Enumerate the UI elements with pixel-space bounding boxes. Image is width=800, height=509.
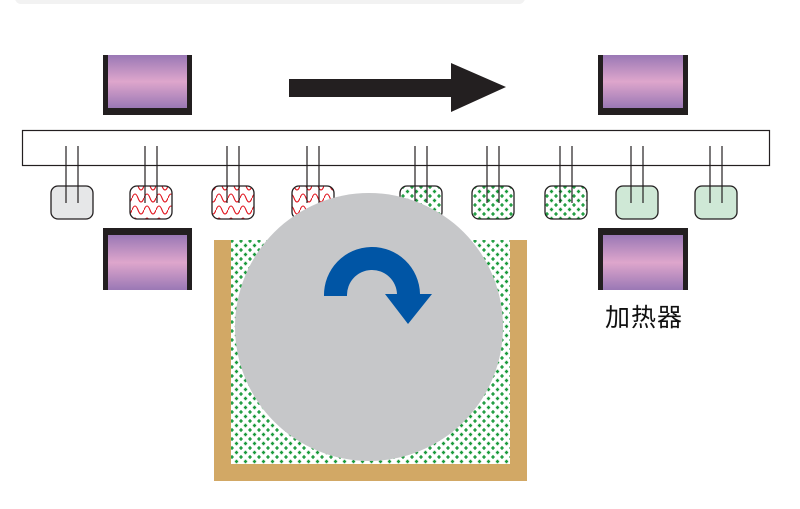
heater-bottom-right: [598, 228, 688, 290]
rotation-arrow-icon: [323, 246, 432, 324]
pad-plain-gray: [50, 146, 94, 220]
pad-dotted: [544, 146, 588, 220]
pad-dotted: [471, 146, 515, 220]
rotating-disc: [235, 193, 503, 461]
pad-light-green: [694, 146, 738, 220]
pad-wave: [211, 146, 255, 220]
top-bar-fragment: [15, 0, 525, 4]
holder-bar: [21, 129, 771, 167]
pads: [50, 146, 738, 220]
direction-arrow-icon: [289, 63, 506, 112]
pad-light-green: [615, 146, 659, 220]
heater-bottom-left: [103, 228, 192, 290]
heater-top-right: [598, 55, 688, 115]
heater-top-left: [103, 55, 192, 115]
heater-label: 加热器: [604, 303, 683, 332]
pad-wave: [129, 146, 173, 220]
